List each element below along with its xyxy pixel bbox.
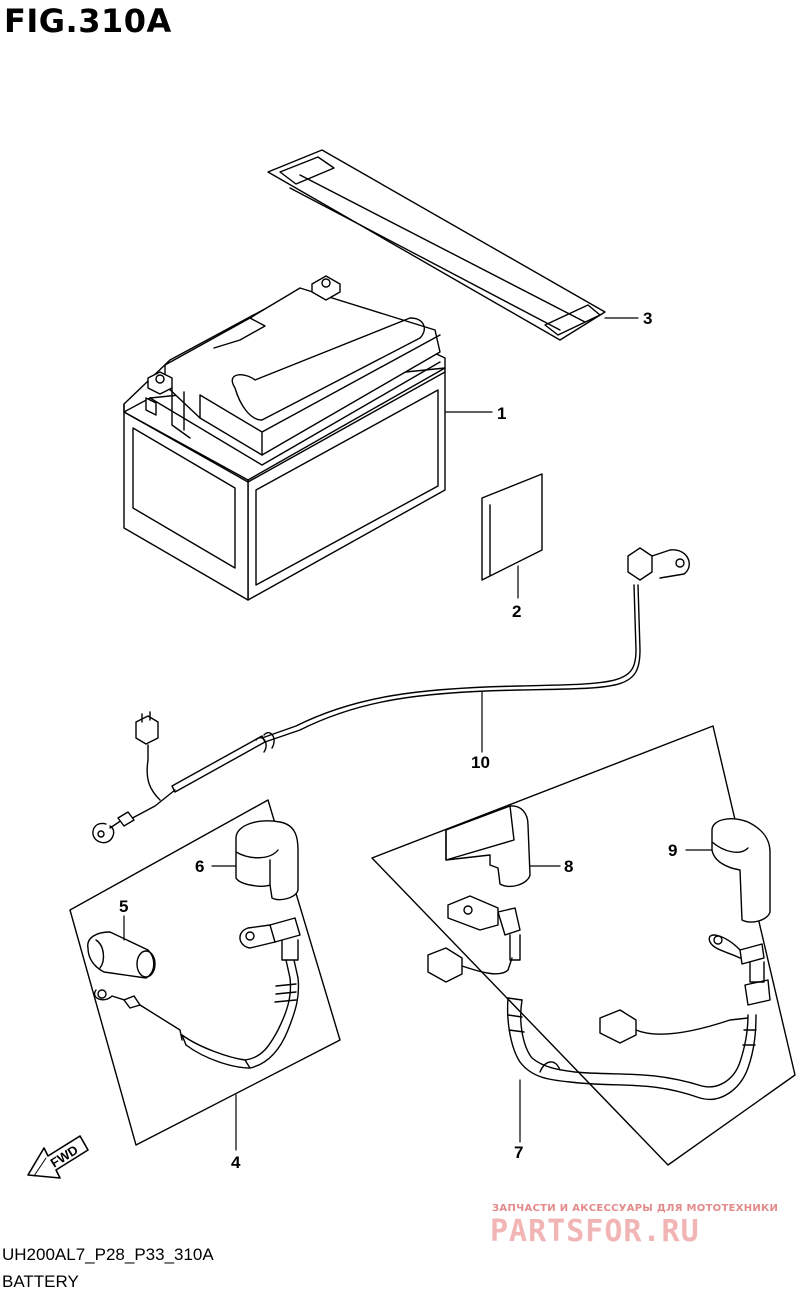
callout-10: 10	[471, 753, 490, 772]
callout-5: 5	[119, 897, 128, 916]
callout-1: 1	[497, 404, 506, 423]
callout-4: 4	[231, 1153, 241, 1172]
battery[interactable]	[123, 275, 446, 601]
diagram-code: UH200AL7_P28_P33_310A	[2, 1245, 214, 1264]
terminal-boot-6[interactable]	[235, 820, 299, 901]
terminal-boot-9[interactable]	[711, 818, 771, 923]
terminal-cover-8[interactable]	[445, 805, 531, 888]
callout-3: 3	[643, 309, 652, 328]
callout-7: 7	[514, 1143, 523, 1162]
battery-strap[interactable]	[267, 149, 606, 341]
battery-label-sheet[interactable]	[481, 473, 543, 581]
kit-4-boundary	[69, 799, 341, 1146]
callout-2: 2	[512, 602, 521, 621]
callout-numbers: 1 2 3 4 5 6 7 8 9 10	[119, 309, 677, 1172]
cable-harness[interactable]	[92, 547, 690, 844]
leader-lines	[123, 317, 713, 1151]
callout-6: 6	[195, 857, 204, 876]
callout-9: 9	[668, 841, 677, 860]
watermark-logo: PARTSFOR.RU	[490, 1214, 700, 1249]
watermark-tagline: ЗАПЧАСТИ И АКСЕССУАРЫ ДЛЯ МОТОТЕХНИКИ	[492, 1203, 779, 1214]
battery-cable-4[interactable]	[93, 917, 301, 1069]
diagram-name: BATTERY	[2, 1272, 79, 1291]
callout-8: 8	[564, 857, 573, 876]
fwd-arrow-icon: FWD	[27, 1135, 89, 1179]
battery-cable-7[interactable]	[427, 895, 771, 1100]
kit-7-boundary	[371, 725, 796, 1166]
figure-title: FIG.310A	[4, 2, 172, 40]
terminal-boot-5[interactable]	[87, 931, 156, 979]
